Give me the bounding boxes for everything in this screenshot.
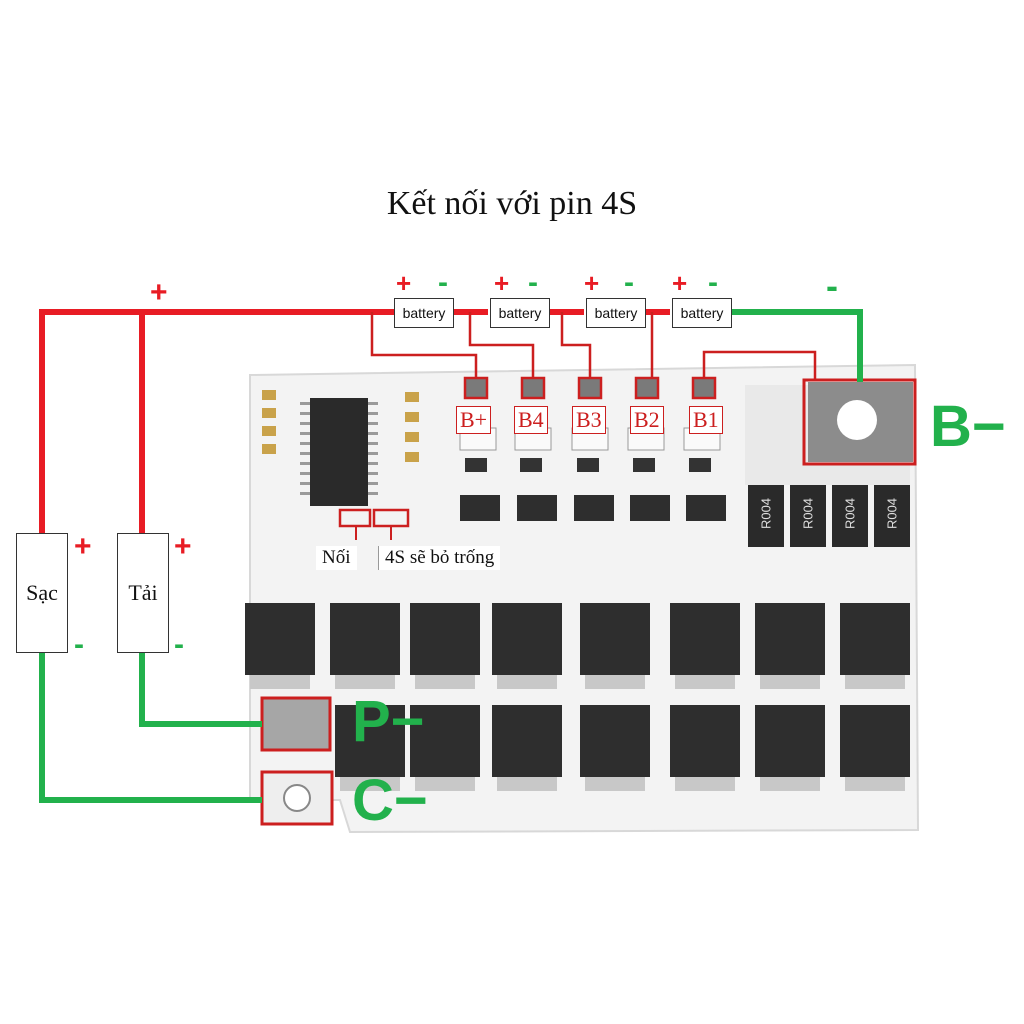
tap-label-b1: B1 [689,406,723,434]
battery-2-minus-sign: - [528,266,538,299]
battery-3-plus-sign: + [584,268,600,298]
main-positive-sign: + [150,276,168,309]
tap-label-b2: B2 [630,406,664,434]
resistor-mark-4: R004 [884,497,900,530]
terminal-p-minus: P− [352,689,425,754]
charger-label: Sạc [26,580,58,605]
terminal-b-minus: B− [930,394,1006,459]
connect-note: Nối [316,546,357,570]
load-box: Tải [117,533,169,653]
ic-pins [300,402,378,495]
b-minus-hole [837,400,877,440]
tap-label-b3: B3 [572,406,606,434]
smd-capacitors [262,390,419,462]
resistor-mark-3: R004 [842,497,858,530]
sense-resistors [748,485,910,547]
battery-1-minus-sign: - [438,266,448,299]
battery-3-minus-sign: - [624,266,634,299]
mosfet-tabs-top [250,675,905,689]
diagram-title: Kết nối với pin 4S [386,185,638,222]
battery-1-plus-sign: + [396,268,412,298]
battery-4-minus-sign: - [708,266,718,299]
resistor-mark-1: R004 [758,497,774,530]
resistor-mark-2: R004 [800,497,816,530]
load-label: Tải [128,580,158,605]
negative-wires [39,309,863,803]
load-plus-sign: + [174,530,192,563]
battery-cell-4: battery [672,298,732,328]
charger-minus-sign: - [74,628,84,661]
empty-4s-note: 4S sẽ bỏ trống [378,546,501,570]
mosfet-row-bottom [335,705,910,777]
tap-label-b4: B4 [514,406,548,434]
p-minus-pad [260,696,332,752]
battery-2-plus-sign: + [494,268,510,298]
mosfet-tabs-bottom [340,777,905,791]
c-minus-hole [283,784,311,812]
control-ic [310,398,368,506]
battery-cell-3: battery [586,298,646,328]
mosfet-row-top [245,603,910,675]
tap-label-b-plus: B+ [456,406,492,434]
charger-plus-sign: + [74,530,92,563]
battery-cell-1: battery [394,298,454,328]
balance-tap-wires [370,312,817,380]
tap-pads [463,376,717,400]
battery-cell-2: battery [490,298,550,328]
b-minus-wire-sign: - [826,265,838,306]
positive-wires [39,309,394,535]
battery-4-plus-sign: + [672,268,688,298]
link-pad-leads [355,526,392,540]
load-minus-sign: - [174,628,184,661]
charger-box: Sạc [16,533,68,653]
terminal-c-minus: C− [352,768,428,833]
